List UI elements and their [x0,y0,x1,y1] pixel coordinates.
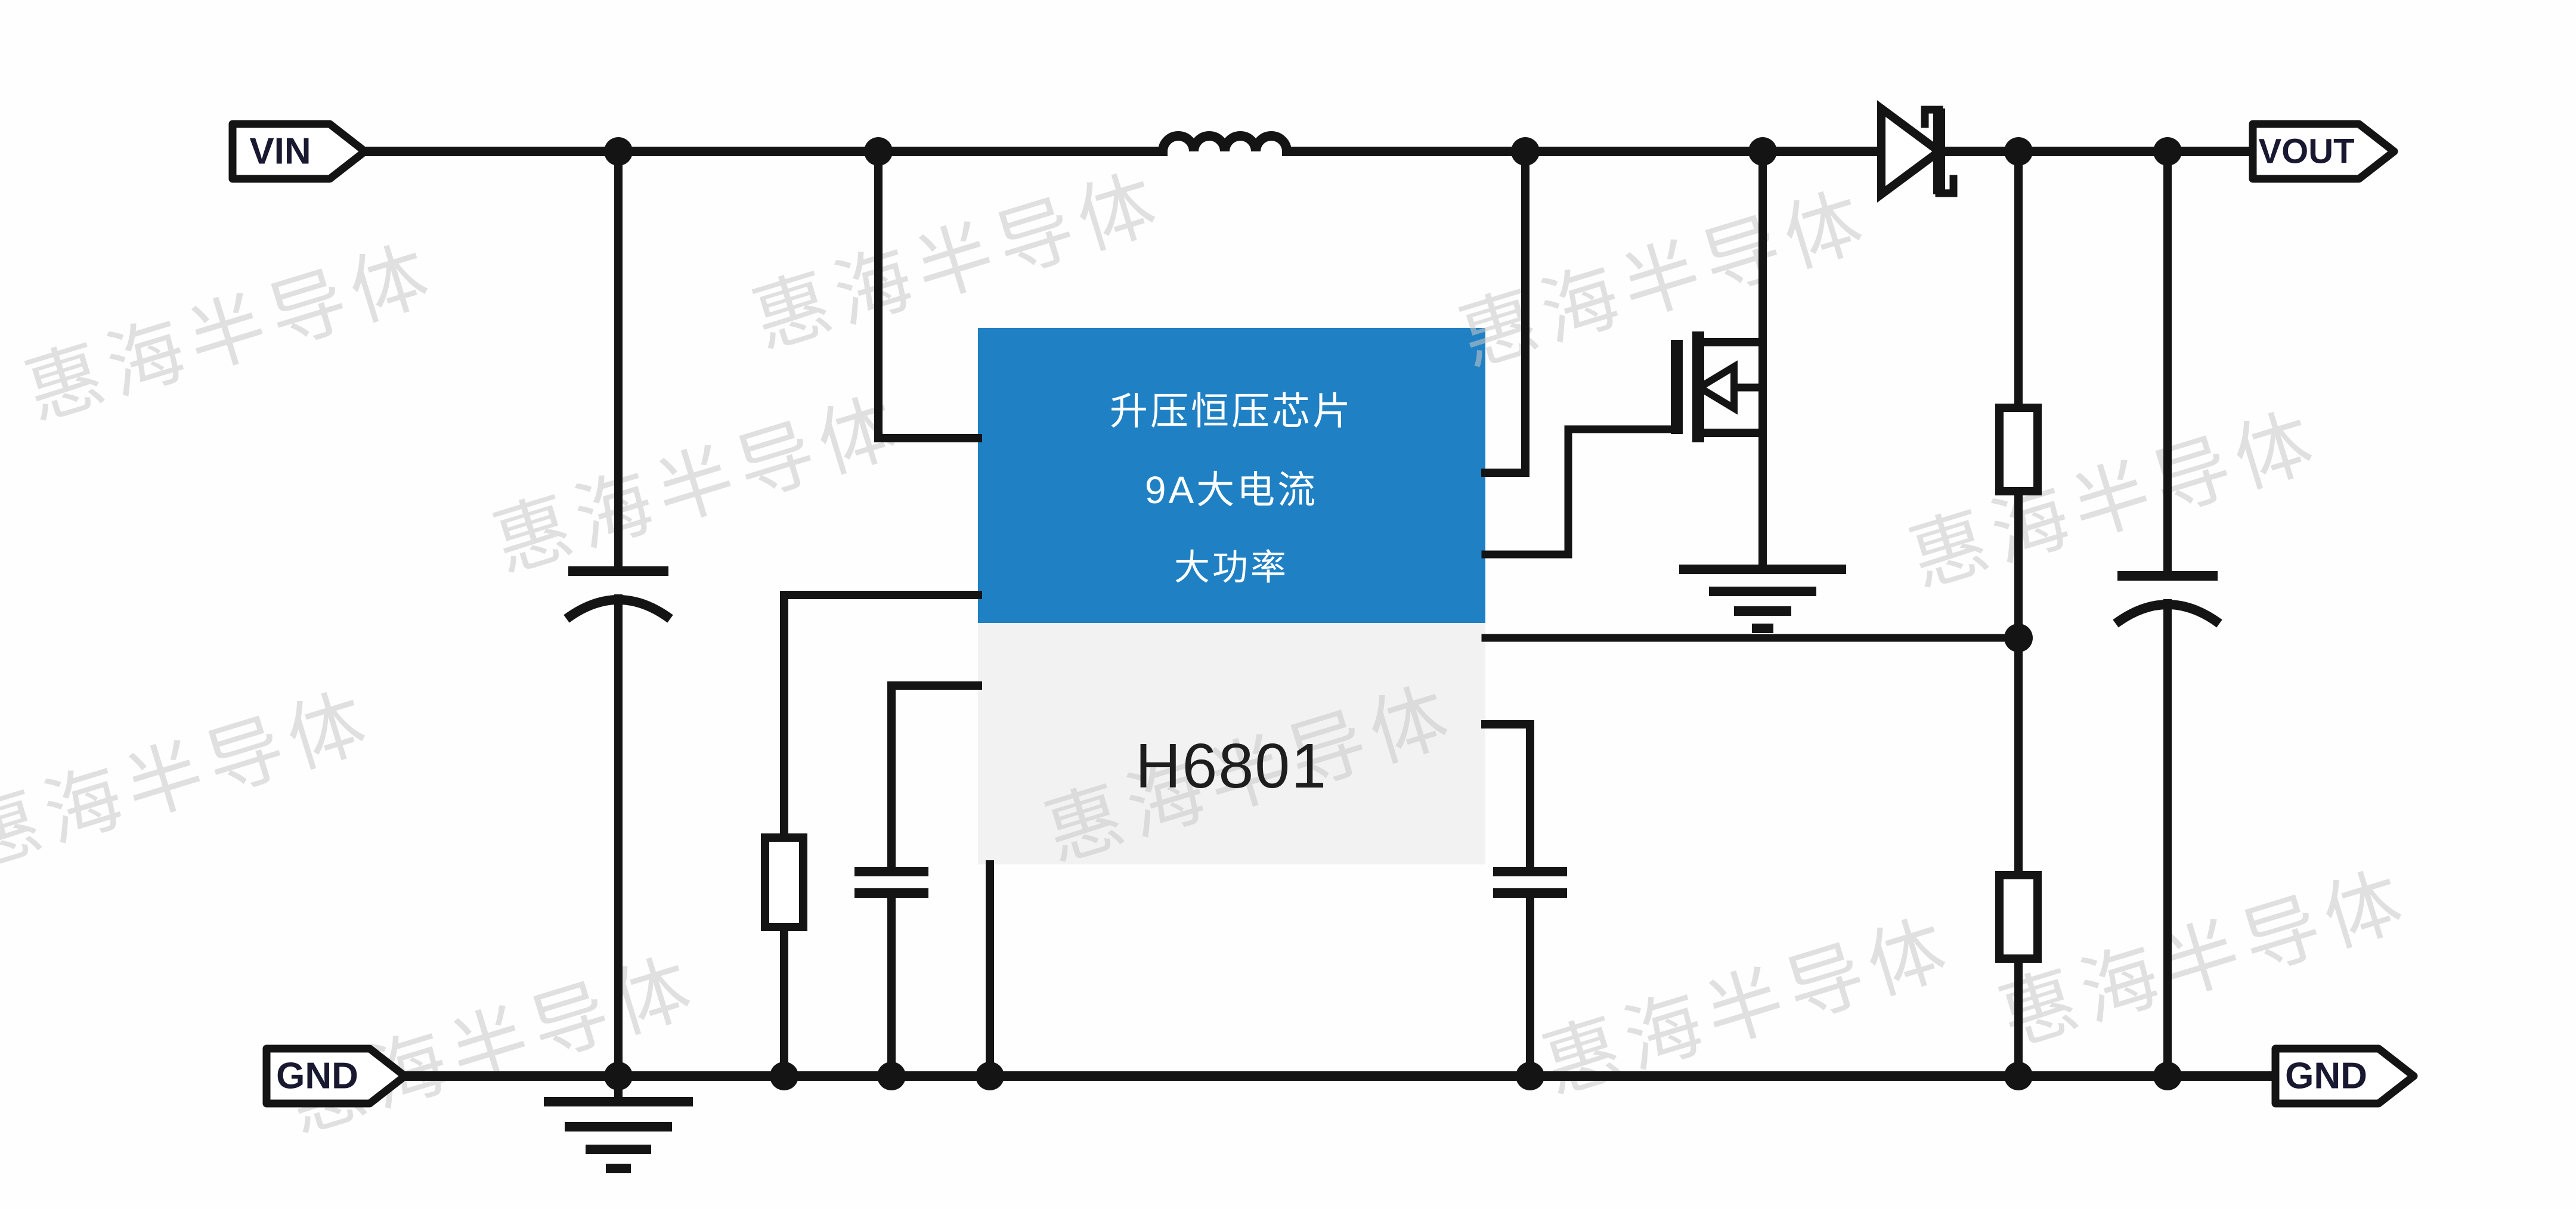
watermark-text: 惠海半导体 [0,677,383,882]
watermark-text: 惠海半导体 [1450,176,1880,382]
gate-drive-wire [1481,425,1675,559]
chip-feature-line3: 大功率 [1174,548,1289,588]
watermark-text: 惠海半导体 [484,382,914,587]
chip-vin-pin-wire [874,147,982,442]
resistor-symbol-lower [1995,871,2042,963]
resistor-symbol-upper [1995,404,2042,495]
chip-feature-line1: 升压恒压芯片 [1110,390,1353,433]
program-resistor-branch [761,591,982,1080]
chip-labels: 升压恒压芯片 9A大电流 大功率 H6801 [1110,390,1353,801]
chip-feature-block [978,328,1485,623]
nmos-transistor-symbol [1671,147,1767,572]
input-capacitor-symbol [564,147,673,1080]
inductor-symbol [1158,131,1292,152]
chip-sw-pin-wire [1481,147,1530,477]
chip-part-block [978,623,1485,864]
ground-symbol-mosfet [1679,565,1846,633]
chip-part-number: H6801 [1135,731,1327,801]
watermark-text: 惠海半导体 [1900,397,2330,602]
schottky-diode-symbol [1877,100,1958,203]
watermark-text: 惠海半导体 [1990,856,2420,1061]
vout-port: VOUT [2249,120,2398,183]
junction-dots [604,137,2182,1090]
gnd-left-label: GND [276,1056,358,1097]
gnd-left-port: GND [262,1044,409,1108]
vin-label: VIN [249,131,311,172]
right-capacitor-branch [1481,720,1567,1080]
mosfet-arrow [1692,360,1738,415]
gnd-right-label: GND [2285,1056,2367,1097]
chip-feature-line2: 9A大电流 [1145,469,1318,512]
vout-label: VOUT [2258,132,2354,171]
watermark-text: 惠海半导体 [16,230,446,435]
chip-h6801 [978,328,1485,864]
compensation-capacitor-branch [854,681,982,1080]
vin-port: VIN [228,120,369,183]
gnd-right-port: GND [2271,1044,2418,1108]
output-capacitor-symbol [2113,147,2222,1080]
feedback-divider-branch [1995,147,2042,1080]
resistor-symbol [761,833,807,931]
